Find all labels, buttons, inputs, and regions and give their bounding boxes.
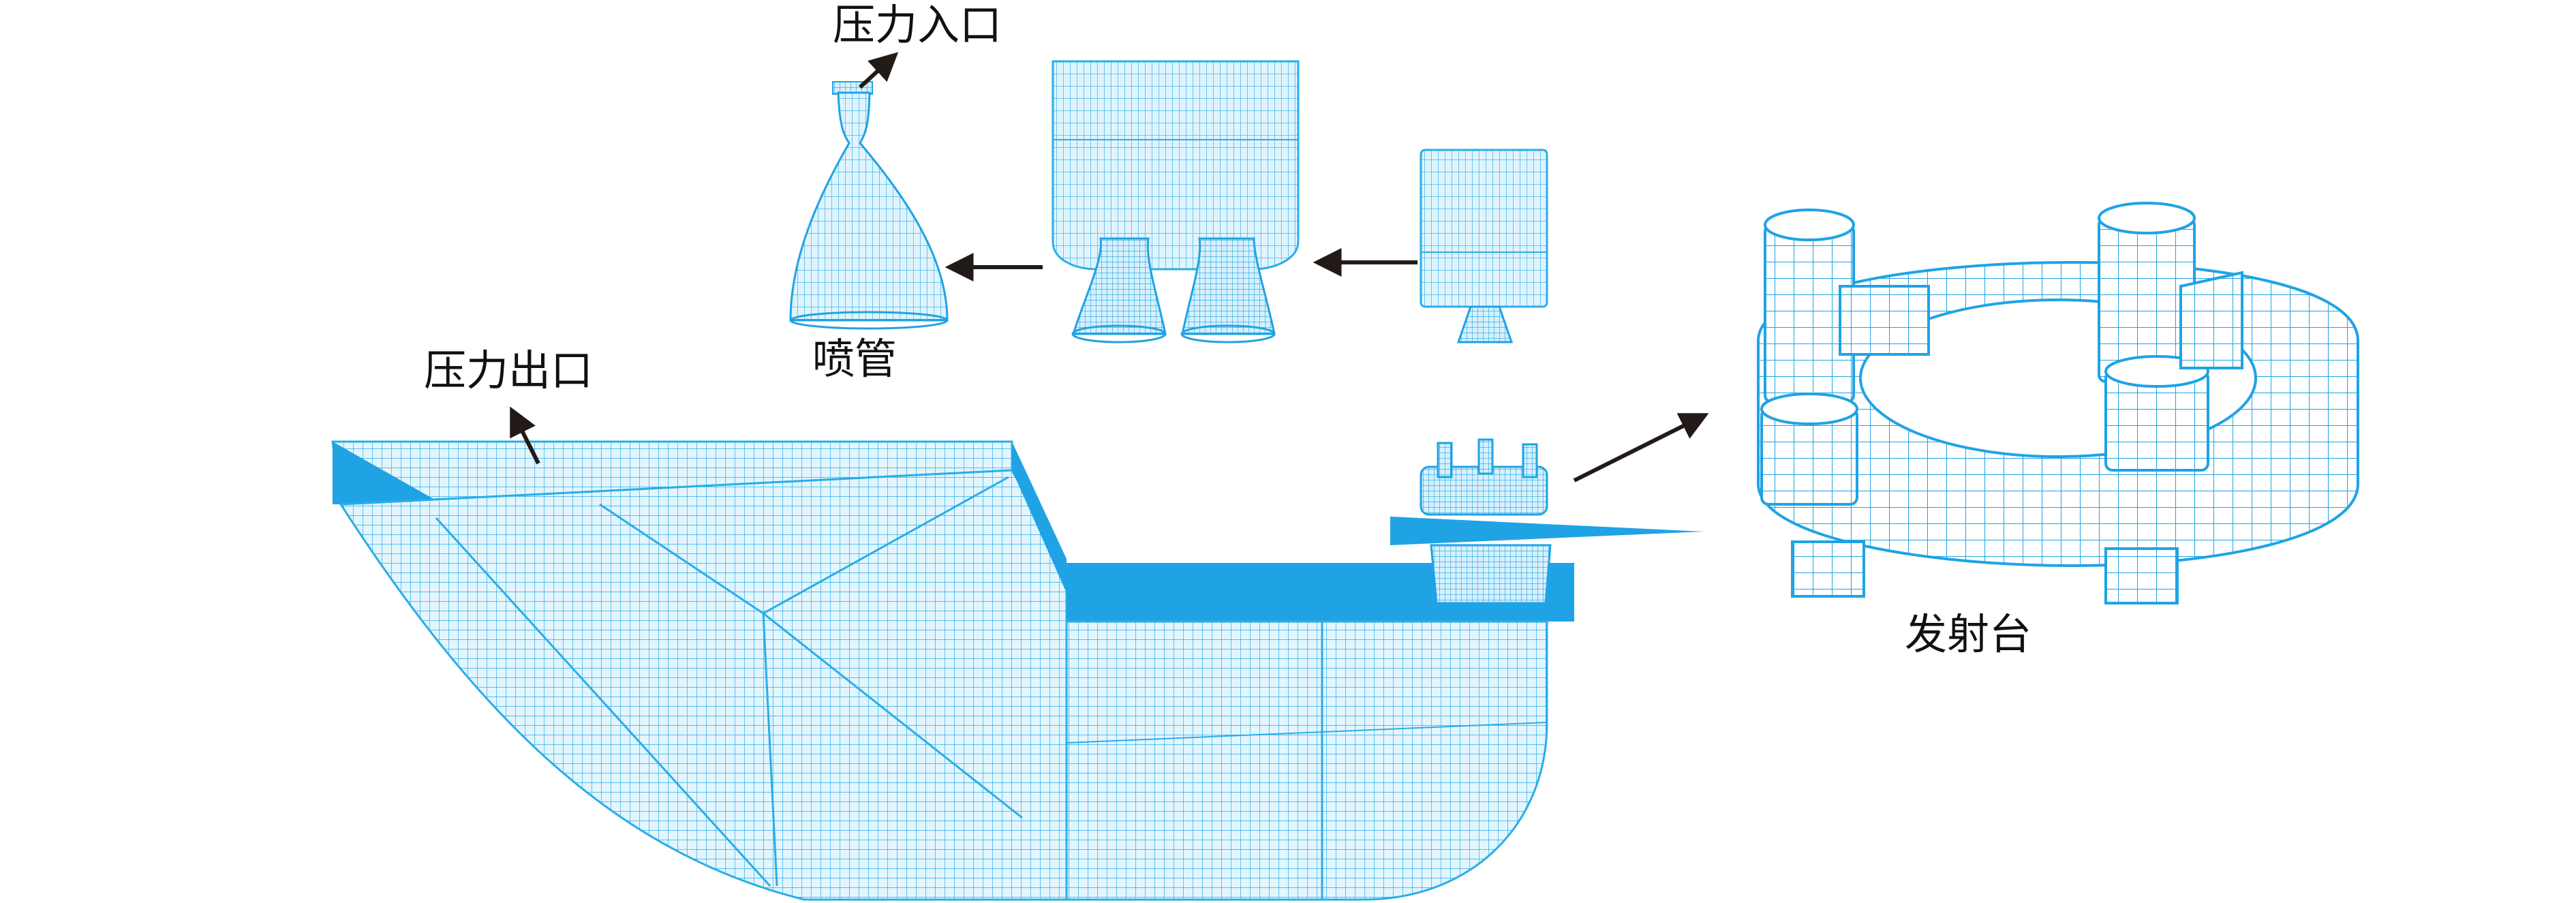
rocket-base-mesh: [1052, 60, 1300, 343]
rocket-small-mesh: [1420, 149, 1548, 343]
launch-pad-small: [1390, 438, 1704, 604]
label-launch-pad: 发射台: [1905, 609, 2031, 659]
nozzle-mesh: [789, 81, 949, 330]
arrows: [510, 52, 1709, 483]
arrow-pressure-inlet: [858, 52, 899, 89]
arrow-pad-to-enlarged: [1573, 413, 1709, 483]
label-pressure-outlet: 压力出口: [424, 346, 593, 395]
flow-domain-mesh: [331, 440, 1574, 901]
arrow-pressure-outlet: [510, 406, 540, 465]
launch-pad-enlarged: [1757, 202, 2359, 604]
label-pressure-inlet: 压力入口: [833, 0, 1002, 50]
label-nozzle: 喷管: [812, 334, 897, 384]
